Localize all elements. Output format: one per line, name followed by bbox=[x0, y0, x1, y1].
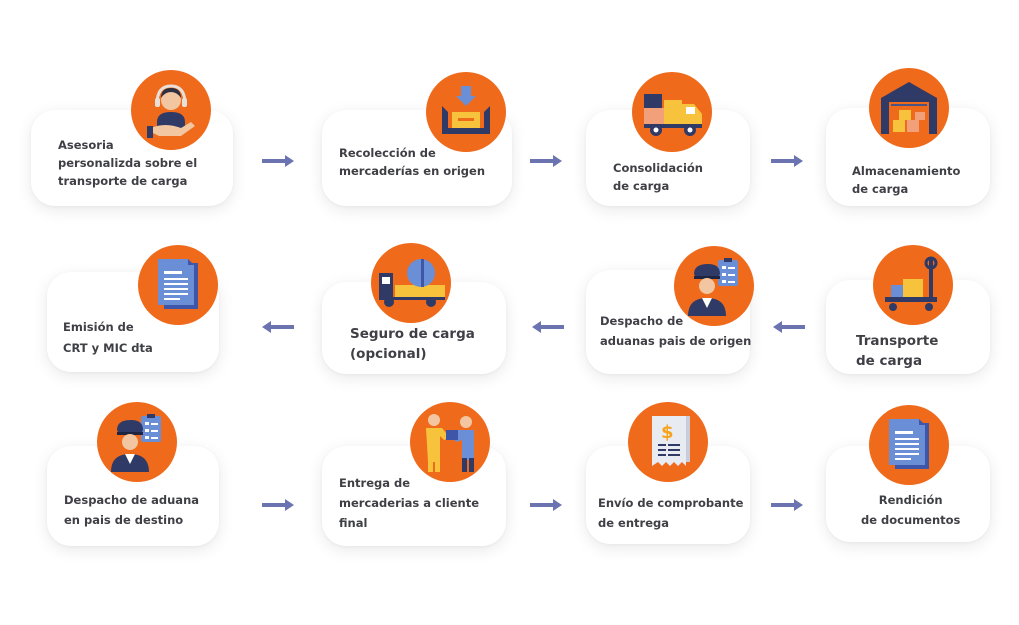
flow-arrow-right bbox=[528, 497, 564, 513]
flow-arrow-left bbox=[260, 319, 296, 335]
svg-text:$: $ bbox=[661, 422, 674, 443]
hand-truck-icon bbox=[873, 245, 953, 325]
document-icon bbox=[138, 245, 218, 325]
receipt-icon: $ bbox=[628, 402, 708, 482]
flow-arrow-right bbox=[260, 153, 296, 169]
warehouse-icon bbox=[869, 68, 949, 148]
document-icon bbox=[869, 405, 949, 485]
flow-arrow-right bbox=[769, 497, 805, 513]
flow-arrow-right bbox=[769, 153, 805, 169]
flow-arrow-right bbox=[528, 153, 564, 169]
customs-officer-icon bbox=[674, 246, 754, 326]
truck-cargo-icon bbox=[632, 72, 712, 152]
tanker-truck-icon bbox=[371, 243, 451, 323]
step-label-seguro: Seguro de carga(opcional) bbox=[350, 326, 475, 362]
flow-arrow-right bbox=[260, 497, 296, 513]
customer-service-icon bbox=[131, 70, 211, 150]
flow-arrow-left bbox=[530, 319, 566, 335]
handover-icon bbox=[410, 402, 490, 482]
box-pickup-icon bbox=[426, 72, 506, 152]
customs-officer-icon bbox=[97, 402, 177, 482]
flow-arrow-left bbox=[771, 319, 807, 335]
